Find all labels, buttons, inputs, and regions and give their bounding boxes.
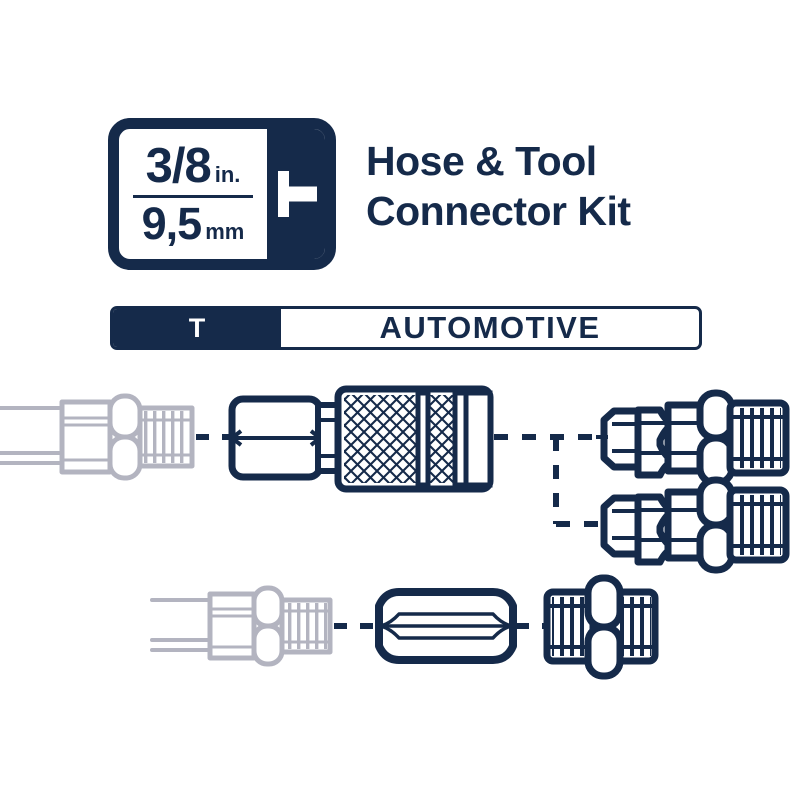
double-threaded-nipple bbox=[543, 574, 659, 680]
hose-fitting-ghost-2 bbox=[150, 585, 333, 667]
t-profile-icon bbox=[267, 129, 325, 259]
size-badge-imperial-row: 3/8 in. bbox=[119, 138, 267, 193]
size-imperial-value: 3/8 bbox=[145, 138, 212, 193]
connector-diagram bbox=[0, 385, 790, 680]
size-badge-metric-row: 9,5 mm bbox=[119, 197, 267, 249]
plug-lower bbox=[600, 476, 790, 574]
page-title-line-1: Hose & Tool bbox=[366, 138, 597, 184]
size-imperial-unit: in. bbox=[214, 161, 241, 187]
category-label: AUTOMOTIVE bbox=[379, 310, 601, 345]
coupler-row bbox=[0, 385, 790, 574]
plug-upper bbox=[596, 389, 790, 487]
size-badge-values: 3/8 in. 9,5 mm bbox=[119, 129, 267, 259]
category-badge-letter: T bbox=[113, 309, 281, 347]
size-metric-unit: mm bbox=[205, 218, 245, 244]
hex-coupling-nut bbox=[375, 588, 517, 664]
size-metric-value: 9,5 bbox=[141, 197, 203, 249]
quick-coupler bbox=[228, 385, 494, 493]
page-title: Hose & Tool Connector Kit bbox=[366, 136, 786, 236]
hose-fitting-ghost bbox=[0, 393, 195, 481]
nipple-row bbox=[150, 574, 659, 680]
size-badge: 3/8 in. 9,5 mm bbox=[108, 118, 336, 270]
page-title-line-2: Connector Kit bbox=[366, 188, 631, 235]
category-bar: T AUTOMOTIVE bbox=[110, 306, 702, 350]
t-profile-icon-bar bbox=[278, 186, 317, 202]
dashed-branch-to-plugs bbox=[494, 434, 604, 527]
size-badge-divider bbox=[133, 194, 253, 198]
